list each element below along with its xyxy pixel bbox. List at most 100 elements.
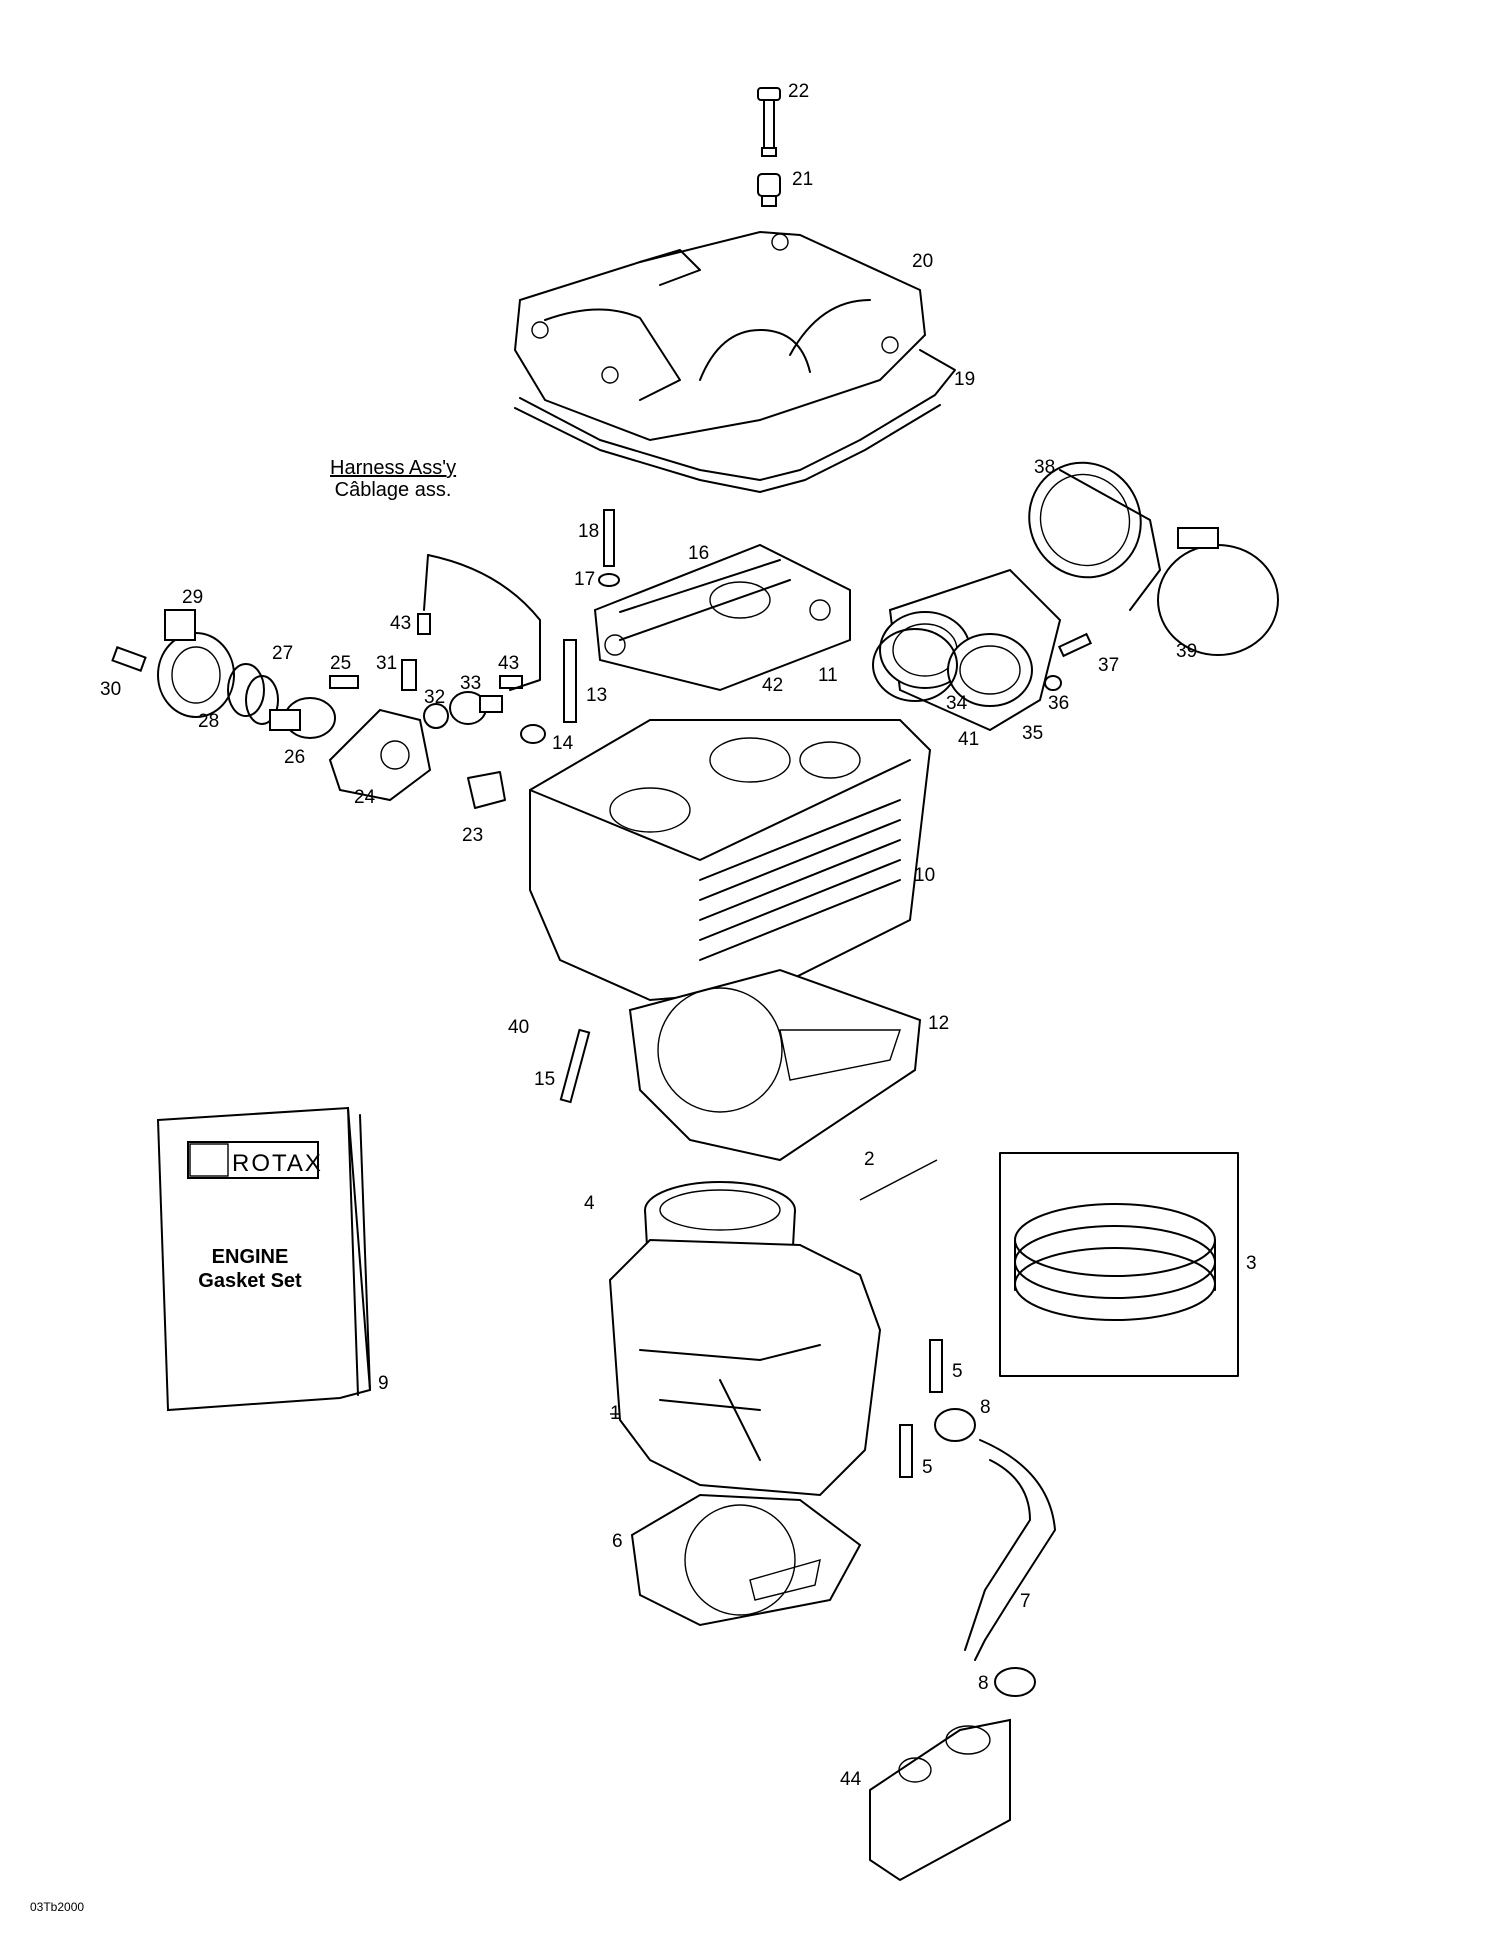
part-18-bolt (603, 509, 615, 567)
part-38-intake-coupler (1028, 461, 1161, 611)
callout-21: 21 (792, 169, 814, 190)
part-34-manifold-gasket (872, 628, 958, 702)
part-33-sensor (449, 691, 503, 725)
callout-6: 6 (612, 1531, 623, 1552)
callout-40-lower: 4 (584, 1193, 595, 1214)
part-17-washer (598, 573, 620, 587)
callout-42: 42 (762, 675, 784, 696)
callout-8-upper: 8 (980, 1397, 991, 1418)
booklet-brand: ROTAX (232, 1150, 323, 1177)
callout-39: 39 (1176, 641, 1198, 662)
callout-43-left: 43 (390, 613, 412, 634)
part-14-plug (520, 724, 546, 744)
part-29-thermostat-housing (157, 609, 235, 718)
part-22-bolt (757, 87, 781, 157)
part-35-intake-manifold (879, 568, 1062, 732)
part-44-water-elbow (869, 1718, 1011, 1882)
callout-13: 13 (586, 685, 608, 706)
callout-14: 14 (552, 733, 574, 754)
part-28-o-ring (227, 663, 265, 717)
callout-34: 34 (946, 693, 968, 714)
callout-1: 1 (610, 1403, 621, 1424)
harness-label-english: Harness Ass'y (330, 457, 457, 479)
callout-32: 32 (424, 687, 446, 708)
leader-lines (610, 1159, 938, 1415)
callout-29: 29 (182, 587, 204, 608)
callout-3: 3 (1246, 1253, 1257, 1274)
callout-40-upper: 40 (508, 1017, 530, 1038)
part-5-bolt-b (899, 1424, 913, 1478)
callout-5-lower: 5 (922, 1457, 933, 1478)
callout-10: 10 (914, 865, 936, 886)
part-39-clamp (1157, 527, 1279, 656)
part-13-bolt (563, 639, 577, 723)
part-32-o-ring (423, 703, 449, 729)
callout-38: 38 (1034, 457, 1056, 478)
part-31-temp-sensor (401, 659, 417, 691)
part-8-clamp-a (934, 1408, 976, 1442)
part-1-cylinder (608, 1238, 882, 1497)
part-7-hose (974, 1439, 1056, 1661)
harness-label-french: Câblage ass. (334, 479, 452, 501)
callout-31: 31 (376, 653, 398, 674)
callout-35: 35 (1022, 723, 1044, 744)
callout-11: 11 (818, 665, 838, 686)
part-24-thermostat-cover (328, 708, 432, 802)
callout-12: 12 (928, 1013, 950, 1034)
part-26-thermostat (269, 697, 336, 739)
callout-44: 44 (840, 1769, 862, 1790)
part-43-connector-a (417, 613, 431, 635)
callout-24: 24 (354, 787, 376, 808)
part-12-head-gasket (628, 968, 922, 1162)
callout-5-upper: 5 (952, 1361, 963, 1382)
callout-17: 17 (574, 569, 596, 590)
callout-30: 30 (100, 679, 122, 700)
part-43-connector-b (499, 675, 523, 689)
part-30-bolt (111, 646, 147, 672)
harness-wire (423, 554, 429, 611)
part-6-base-gasket (630, 1493, 862, 1627)
part-5-bolt-a (929, 1339, 943, 1393)
callout-15: 15 (534, 1069, 556, 1090)
part-23-gasket (467, 771, 506, 809)
part-10-cylinder-head (529, 719, 932, 1002)
part-8-clamp-b (994, 1667, 1036, 1697)
callout-25: 25 (330, 653, 352, 674)
part-27-seal (245, 675, 279, 725)
part-16-camshaft-carrier (593, 543, 851, 692)
callout-7: 7 (1020, 1591, 1031, 1612)
callout-20: 20 (912, 251, 934, 272)
part-25-bolt (329, 675, 359, 689)
harness-label: Harness Ass'y Câblage ass. (330, 457, 456, 501)
callout-8-lower: 8 (978, 1673, 989, 1694)
part-7-hose (964, 1459, 1031, 1651)
drawing-code: 03Tb2000 (30, 1900, 85, 1914)
callout-37: 37 (1098, 655, 1120, 676)
callout-19: 19 (954, 369, 976, 390)
part-3-piston-rings (999, 1152, 1239, 1377)
booklet-title-line2: Gasket Set (198, 1270, 302, 1292)
booklet-title: ENGINE Gasket Set (160, 1245, 340, 1293)
harness-wire (427, 554, 541, 691)
callout-9: 9 (378, 1373, 389, 1394)
callout-18: 18 (578, 521, 600, 542)
part-15-stud (559, 1028, 591, 1104)
callout-28: 28 (198, 711, 220, 732)
part-20-valve-cover (513, 230, 927, 442)
part-19-cover-gasket (514, 349, 956, 493)
callout-23: 23 (462, 825, 484, 846)
callout-33: 33 (460, 673, 482, 694)
part-21-grommet (757, 173, 781, 207)
callout-36: 36 (1048, 693, 1070, 714)
callout-16: 16 (688, 543, 710, 564)
callout-43-right: 43 (498, 653, 520, 674)
part-37-bolt (1057, 632, 1093, 658)
callout-27: 27 (272, 643, 294, 664)
callout-22: 22 (788, 81, 810, 102)
callout-41: 41 (958, 729, 980, 750)
booklet-title-line1: ENGINE (211, 1246, 289, 1268)
callout-26: 26 (284, 747, 306, 768)
part-9-gasket-set-booklet (156, 1106, 372, 1412)
callout-2: 2 (864, 1149, 875, 1170)
